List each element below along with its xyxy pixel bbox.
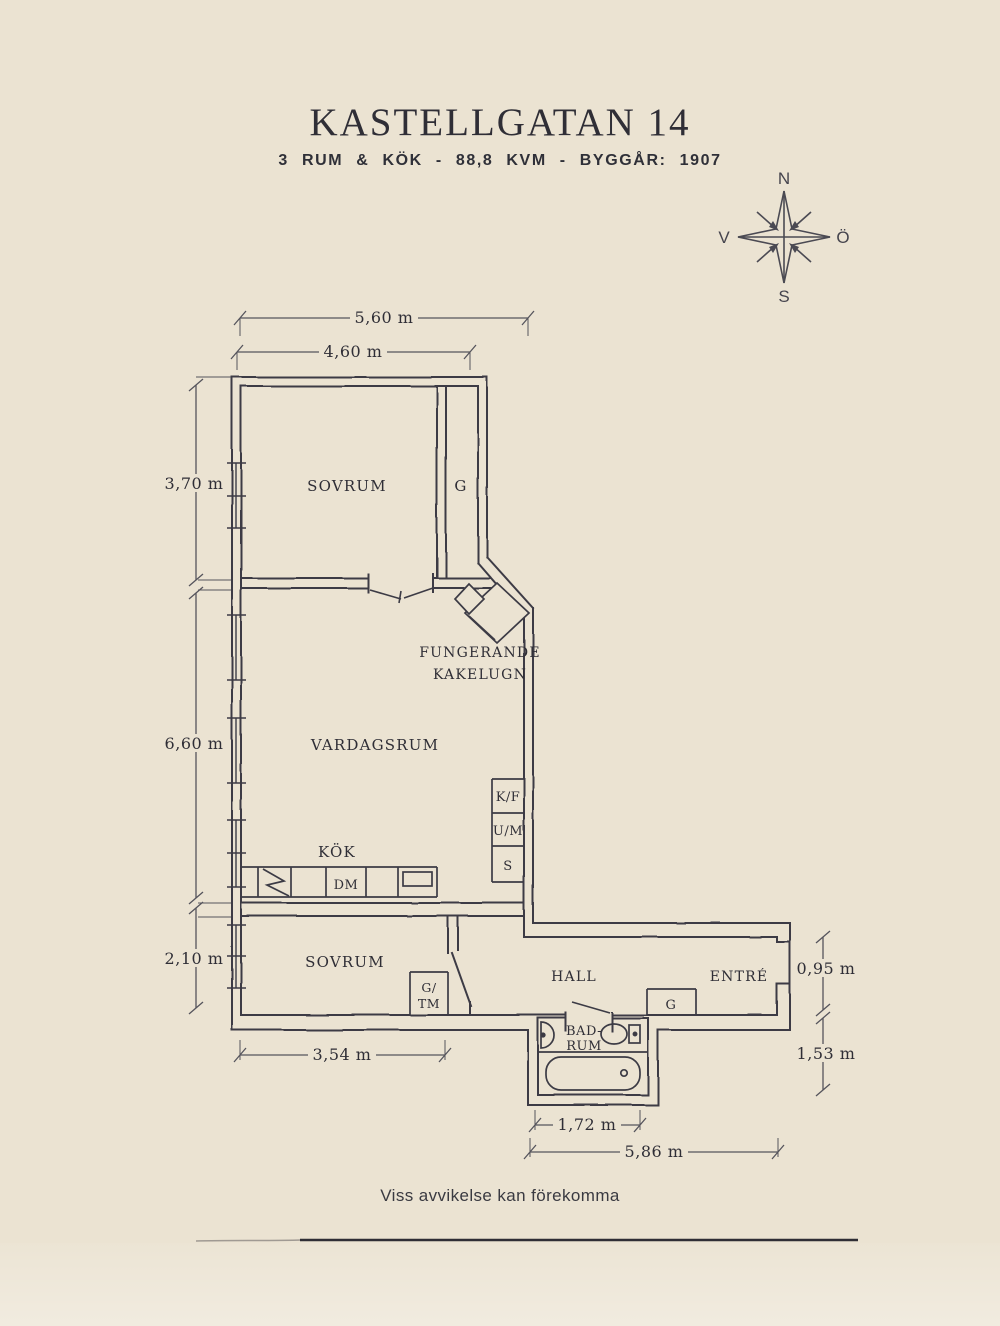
- compass-label-east: Ö: [836, 228, 849, 247]
- bathroom-sink: [540, 1021, 555, 1049]
- walls: [231, 376, 791, 1106]
- dim-label-bg: [308, 1046, 376, 1064]
- dim-tick: [815, 1003, 831, 1017]
- pantry-label: S: [503, 859, 512, 874]
- disclaimer-text: Viss avvikelse kan förekomma: [380, 1186, 620, 1205]
- dim-label-bg: [162, 474, 226, 492]
- bedroom-door-leaf: [369, 589, 402, 600]
- bedroom-door-leaf: [403, 587, 434, 599]
- dim-label-bg: [794, 1044, 858, 1062]
- dishwasher-label: DM: [334, 878, 359, 893]
- wall-segment-diagonal: [485, 555, 535, 610]
- dim-tick: [188, 378, 204, 392]
- dim-label-bg: [350, 309, 418, 327]
- kitchen-sink: [262, 868, 290, 897]
- dimension-labels: 5,60 m 4,60 m 3,70 m 6,60 m 2,10 m 0,95 …: [162, 308, 858, 1161]
- dim-label: 1,72 m: [558, 1115, 617, 1134]
- compass-arrowhead-nw: [769, 221, 779, 231]
- dim-label: 5,86 m: [625, 1142, 684, 1161]
- bottom-rule: [195, 1238, 859, 1242]
- dim-tick: [815, 1011, 831, 1025]
- oven-microwave-label: U/M: [493, 824, 523, 839]
- doors: [369, 587, 611, 1014]
- bedroom2-door-leaf: [450, 951, 473, 1008]
- dim-label-bg: [553, 1116, 621, 1134]
- dim-label-bg: [319, 343, 387, 361]
- bottom-rule-line: [299, 1238, 859, 1242]
- compass-label-north: N: [778, 169, 790, 188]
- stove-label-line2: KAKELUGN: [433, 667, 527, 683]
- compass-arrowhead-ne: [789, 221, 799, 231]
- toilet-bowl: [600, 1023, 628, 1045]
- compass-label-west: V: [718, 228, 730, 247]
- dim-tick: [188, 573, 204, 587]
- fixtures: [241, 581, 697, 1091]
- dim-tick: [188, 891, 204, 905]
- dim-tick: [188, 901, 204, 915]
- gtm-label-line2: TM: [418, 996, 440, 1011]
- bath-door-leaf: [571, 1001, 611, 1014]
- compass-label-south: S: [778, 287, 789, 306]
- dim-label-bg: [162, 734, 226, 752]
- dim-tick: [815, 930, 831, 944]
- dim-label: 0,95 m: [797, 959, 856, 978]
- dim-label: 6,60 m: [165, 734, 224, 753]
- room-label-hall: HALL: [551, 969, 597, 985]
- dim-tick: [188, 1001, 204, 1015]
- bathroom-label-line1: BAD-: [566, 1024, 602, 1039]
- dim-label-bg: [162, 949, 226, 967]
- dim-label: 2,10 m: [165, 949, 224, 968]
- kitchen-stove: [402, 871, 433, 887]
- page-title: KASTELLGATAN 14: [309, 101, 691, 144]
- kakelugn-edge: [468, 615, 496, 641]
- dim-label-bg: [794, 959, 858, 977]
- dim-label-bg: [620, 1143, 688, 1161]
- toilet-dot: [632, 1031, 638, 1037]
- dim-label: 4,60 m: [324, 342, 383, 361]
- bathtub: [545, 1056, 641, 1091]
- dimension-lines: [188, 310, 831, 1160]
- bathroom-label-line2: RUM: [566, 1039, 602, 1054]
- bathtub-drain: [619, 1068, 629, 1078]
- compass-arrowhead-sw: [769, 243, 779, 253]
- kakelugn-corner: [453, 582, 486, 616]
- dim-label: 3,70 m: [165, 474, 224, 493]
- toilet-tank: [628, 1024, 641, 1044]
- bathroom-sink-tap: [540, 1032, 546, 1038]
- room-label-bedroom-bottom: SOVRUM: [305, 953, 385, 971]
- windows: [227, 462, 246, 989]
- room-label-entry: ENTRÉ: [710, 967, 769, 985]
- gtm-label-line1: G/: [421, 980, 436, 995]
- dim-label: 3,54 m: [313, 1045, 372, 1064]
- hall-wardrobe-label: G: [666, 998, 677, 1013]
- dim-tick: [815, 1083, 831, 1097]
- room-label-living: VARDAGSRUM: [310, 736, 439, 754]
- compass-arrowhead-se: [789, 243, 799, 253]
- bottom-rule-line-faint: [195, 1239, 303, 1242]
- room-label-kitchen: KÖK: [318, 843, 356, 861]
- bedroom-door-pivot: [398, 590, 402, 604]
- wardrobe-label-top: G: [454, 477, 467, 495]
- room-labels: SOVRUM G FUNGERANDE KAKELUGN VARDAGSRUM …: [305, 477, 769, 1054]
- compass-rose: N S V Ö: [718, 169, 849, 306]
- dim-label: 5,60 m: [355, 308, 414, 327]
- fridge-freezer-label: K/F: [496, 790, 521, 805]
- page-subtitle: 3 RUM & KÖK - 88,8 KVM - BYGGÅR: 1907: [278, 152, 722, 169]
- stove-label-line1: FUNGERANDE: [419, 645, 541, 661]
- room-label-bedroom-top: SOVRUM: [307, 477, 387, 495]
- dim-label: 1,53 m: [797, 1044, 856, 1063]
- dim-tick: [188, 586, 204, 600]
